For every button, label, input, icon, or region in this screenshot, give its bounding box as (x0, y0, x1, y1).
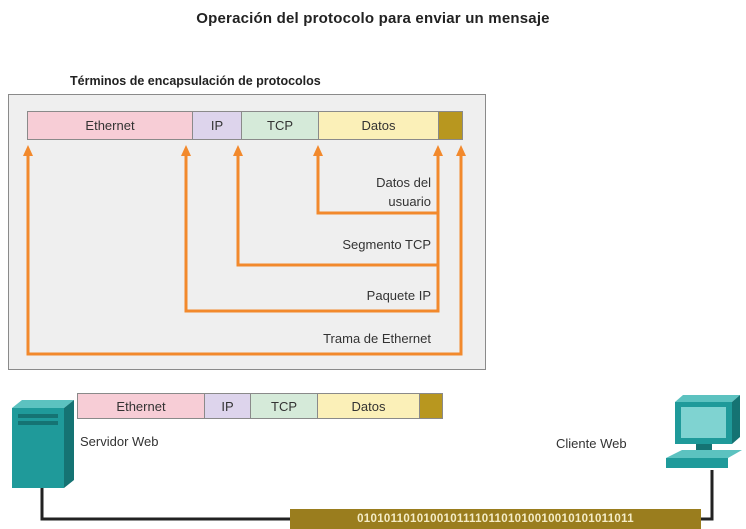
label-user-data-line1: Datos del (376, 175, 431, 190)
label-user-data-line2: usuario (388, 194, 431, 209)
bitstream: 0101011010100101111011010100100101010110… (290, 509, 701, 529)
panel-field-ip: IP (192, 111, 242, 140)
label-ip-packet: Paquete IP (366, 288, 431, 303)
page-title: Operación del protocolo para enviar un m… (196, 10, 550, 27)
arrow-ip-packet (184, 152, 440, 313)
label-tcp-segment: Segmento TCP (342, 237, 431, 252)
panel-field-tcp: TCP (241, 111, 319, 140)
label-ethernet-frame: Trama de Ethernet (323, 331, 431, 346)
arrow-ethernet-frame (26, 152, 463, 356)
encapsulation-title: Términos de encapsulación de protocolos (70, 74, 321, 88)
computer-icon (666, 395, 742, 468)
panel-field-datos: Datos (318, 111, 439, 140)
encapsulation-panel: Ethernet IP TCP Datos Datos del usuario … (8, 94, 486, 370)
network-cable (40, 468, 292, 521)
frame-field-datos: Datos (317, 393, 420, 419)
arrow-user-data (316, 152, 440, 215)
frame-field-trailer (419, 393, 443, 419)
server-label: Servidor Web (80, 434, 159, 449)
client-label: Cliente Web (556, 436, 627, 451)
arrow-tcp-segment (236, 152, 440, 267)
panel-field-trailer (438, 111, 463, 140)
frame-field-ethernet: Ethernet (77, 393, 205, 419)
server-icon (12, 400, 74, 488)
network-cable-client (700, 470, 714, 521)
frame-field-ip: IP (204, 393, 251, 419)
frame-field-tcp: TCP (250, 393, 318, 419)
